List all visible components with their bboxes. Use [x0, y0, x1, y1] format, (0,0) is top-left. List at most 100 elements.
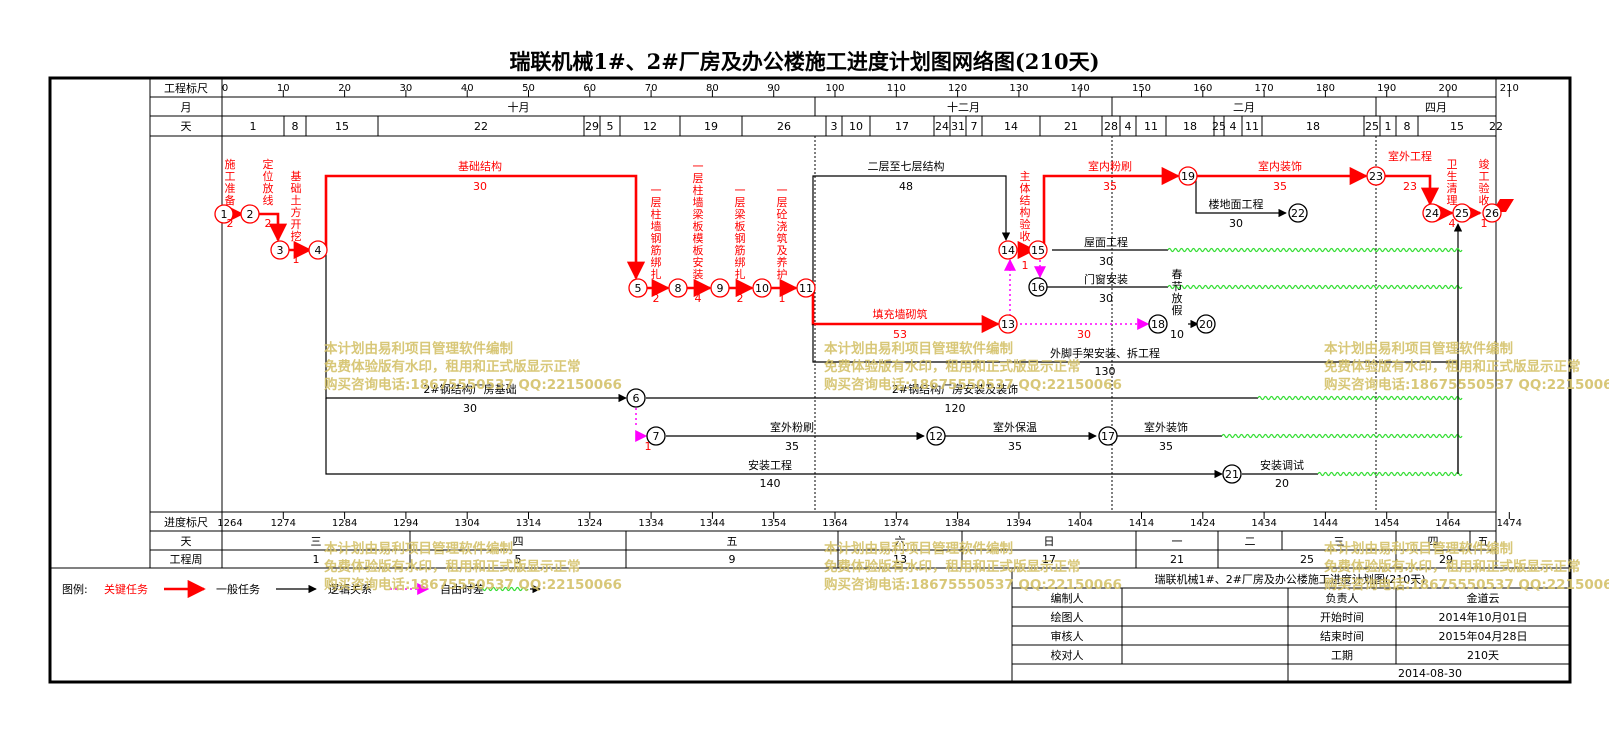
week-cell: 1: [313, 553, 320, 566]
network-node: [998, 240, 1018, 260]
top-scale-tick: 30: [400, 83, 413, 94]
task-duration: 4: [695, 292, 702, 305]
legend: 图例: 关键任务 一般任务 逻辑关系 自由时差: [62, 579, 541, 599]
task-label: 室外装饰: [1144, 420, 1188, 434]
legend-label: 图例:: [62, 582, 88, 596]
bottom-scale-tick: 1364: [822, 518, 847, 529]
bottom-scale-tick: 1304: [454, 518, 479, 529]
bottom-scale-tick: 1334: [638, 518, 663, 529]
bottom-scale-tick: 1474: [1497, 518, 1522, 529]
info-key: 绘图人: [1051, 610, 1084, 624]
day-cell: 18: [1183, 120, 1197, 133]
network-node-label: 6: [633, 392, 640, 405]
task-labels: 基础结构 30 二层至七层结构 48 室内粉刷 35 室内装饰 35 室外工程 …: [227, 149, 1488, 490]
network-node: [1148, 314, 1168, 334]
day-row-label: 天: [181, 120, 192, 133]
network-node: [1366, 166, 1386, 186]
task-duration: 35: [1273, 180, 1287, 193]
network-node: [1422, 203, 1442, 223]
top-scale-tick: 150: [1132, 83, 1151, 94]
top-scale-tick: 80: [706, 83, 719, 94]
network-node-label: 10: [755, 282, 769, 295]
day-cell: 4: [1125, 120, 1132, 133]
bottom-scale-tick: 1314: [516, 518, 541, 529]
header-grid: [50, 78, 1570, 569]
task-duration: 140: [760, 477, 781, 490]
weekday-cell: 二: [1245, 535, 1256, 548]
info-value: 2015年04月28日: [1439, 629, 1528, 643]
network-node: [1028, 240, 1048, 260]
week-cell: 9: [729, 553, 736, 566]
network-node-label: 11: [799, 282, 813, 295]
legend-logic-label: 逻辑关系: [328, 582, 372, 596]
task-duration: 2: [227, 217, 234, 230]
network-node-label: 20: [1199, 318, 1213, 331]
task-label: 屋面工程: [1084, 236, 1128, 249]
task-duration: 20: [1275, 477, 1289, 490]
day-cell: 8: [1404, 120, 1411, 133]
task-duration: 30: [1099, 255, 1113, 268]
day-cell: 22: [1489, 120, 1503, 133]
week-cell: 5: [515, 553, 522, 566]
top-scale-tick: 40: [461, 83, 474, 94]
task-duration: 1: [1481, 217, 1488, 230]
task-duration: 1: [779, 292, 786, 305]
logic-relations: [635, 258, 1150, 442]
network-node-label: 9: [717, 282, 724, 295]
legend-float-label: 自由时差: [440, 582, 484, 596]
task-label: 室外保温: [993, 420, 1037, 434]
bottom-scale-tick: 1464: [1435, 518, 1460, 529]
network-node-label: 26: [1485, 207, 1499, 220]
task-duration: 30: [463, 402, 477, 415]
day-cell: 26: [777, 120, 791, 133]
bottom-scale-tick: 1384: [945, 518, 970, 529]
network-node: [1482, 203, 1502, 223]
vertical-task-label: 基础土方开挖: [291, 170, 302, 243]
network-node: [1222, 464, 1242, 484]
network-node: [214, 204, 234, 224]
top-scale-tick: 10: [277, 83, 290, 94]
task-duration: 120: [945, 402, 966, 415]
weekday-row: 三四五六日一二三四五: [311, 531, 1497, 550]
vertical-task-label: 一层柱墙梁板模板安装: [693, 160, 704, 281]
network-node: [926, 426, 946, 446]
task-label: 2#钢结构厂房基础: [423, 382, 516, 396]
network-node-label: 5: [635, 282, 642, 295]
weekday-cell: 三: [1334, 535, 1345, 548]
watermark: 本计划由易利项目管理软件编制免费体验版有水印，租用和正式版显示正常购买咨询电话:…: [1324, 341, 1609, 393]
bottom-scale-tick: 1424: [1190, 518, 1215, 529]
network-node: [1288, 203, 1308, 223]
task-duration: 2: [653, 292, 660, 305]
weekday-cell: 三: [311, 535, 322, 548]
task-duration: 48: [899, 180, 913, 193]
watermark: 本计划由易利项目管理软件编制免费体验版有水印，租用和正式版显示正常购买咨询电话:…: [1324, 541, 1609, 593]
vertical-task-label: 一层柱墙钢筋绑扎: [651, 184, 662, 281]
bottom-scale-tick: 1414: [1129, 518, 1154, 529]
vertical-task-label: 春节放假: [1172, 268, 1183, 317]
task-duration: 4: [1449, 217, 1456, 230]
vertical-task-label: 定位放线: [263, 157, 274, 207]
network-node: [240, 204, 260, 224]
network-node: [752, 278, 772, 298]
week-cell: 29: [1439, 553, 1453, 566]
weekday-cell: 一: [1172, 535, 1183, 548]
day-cell: 4: [1230, 120, 1237, 133]
network-node: [646, 426, 666, 446]
task-label: 楼地面工程: [1209, 197, 1264, 211]
day-cell: 22: [474, 120, 488, 133]
info-table-header: 瑞联机械1#、2#厂房及办公楼施工进度计划图(210天): [1154, 572, 1425, 586]
network-node-label: 14: [1001, 244, 1015, 257]
page-title: 瑞联机械1#、2#厂房及办公楼施工进度计划图网络图(210天): [509, 49, 1100, 74]
day-cell: 11: [1144, 120, 1158, 133]
day-cell: 8: [292, 120, 299, 133]
day-cell: 24: [935, 120, 949, 133]
weekday-cell: 五: [727, 535, 738, 548]
top-scale-tick: 130: [1009, 83, 1028, 94]
top-scale-tick: 50: [522, 83, 535, 94]
network-node-label: 25: [1455, 207, 1469, 220]
day-cell: 10: [849, 120, 863, 133]
vertical-task-label: 一层砼浇筑及养护: [777, 184, 788, 281]
info-value: 2014年10月01日: [1439, 610, 1528, 624]
